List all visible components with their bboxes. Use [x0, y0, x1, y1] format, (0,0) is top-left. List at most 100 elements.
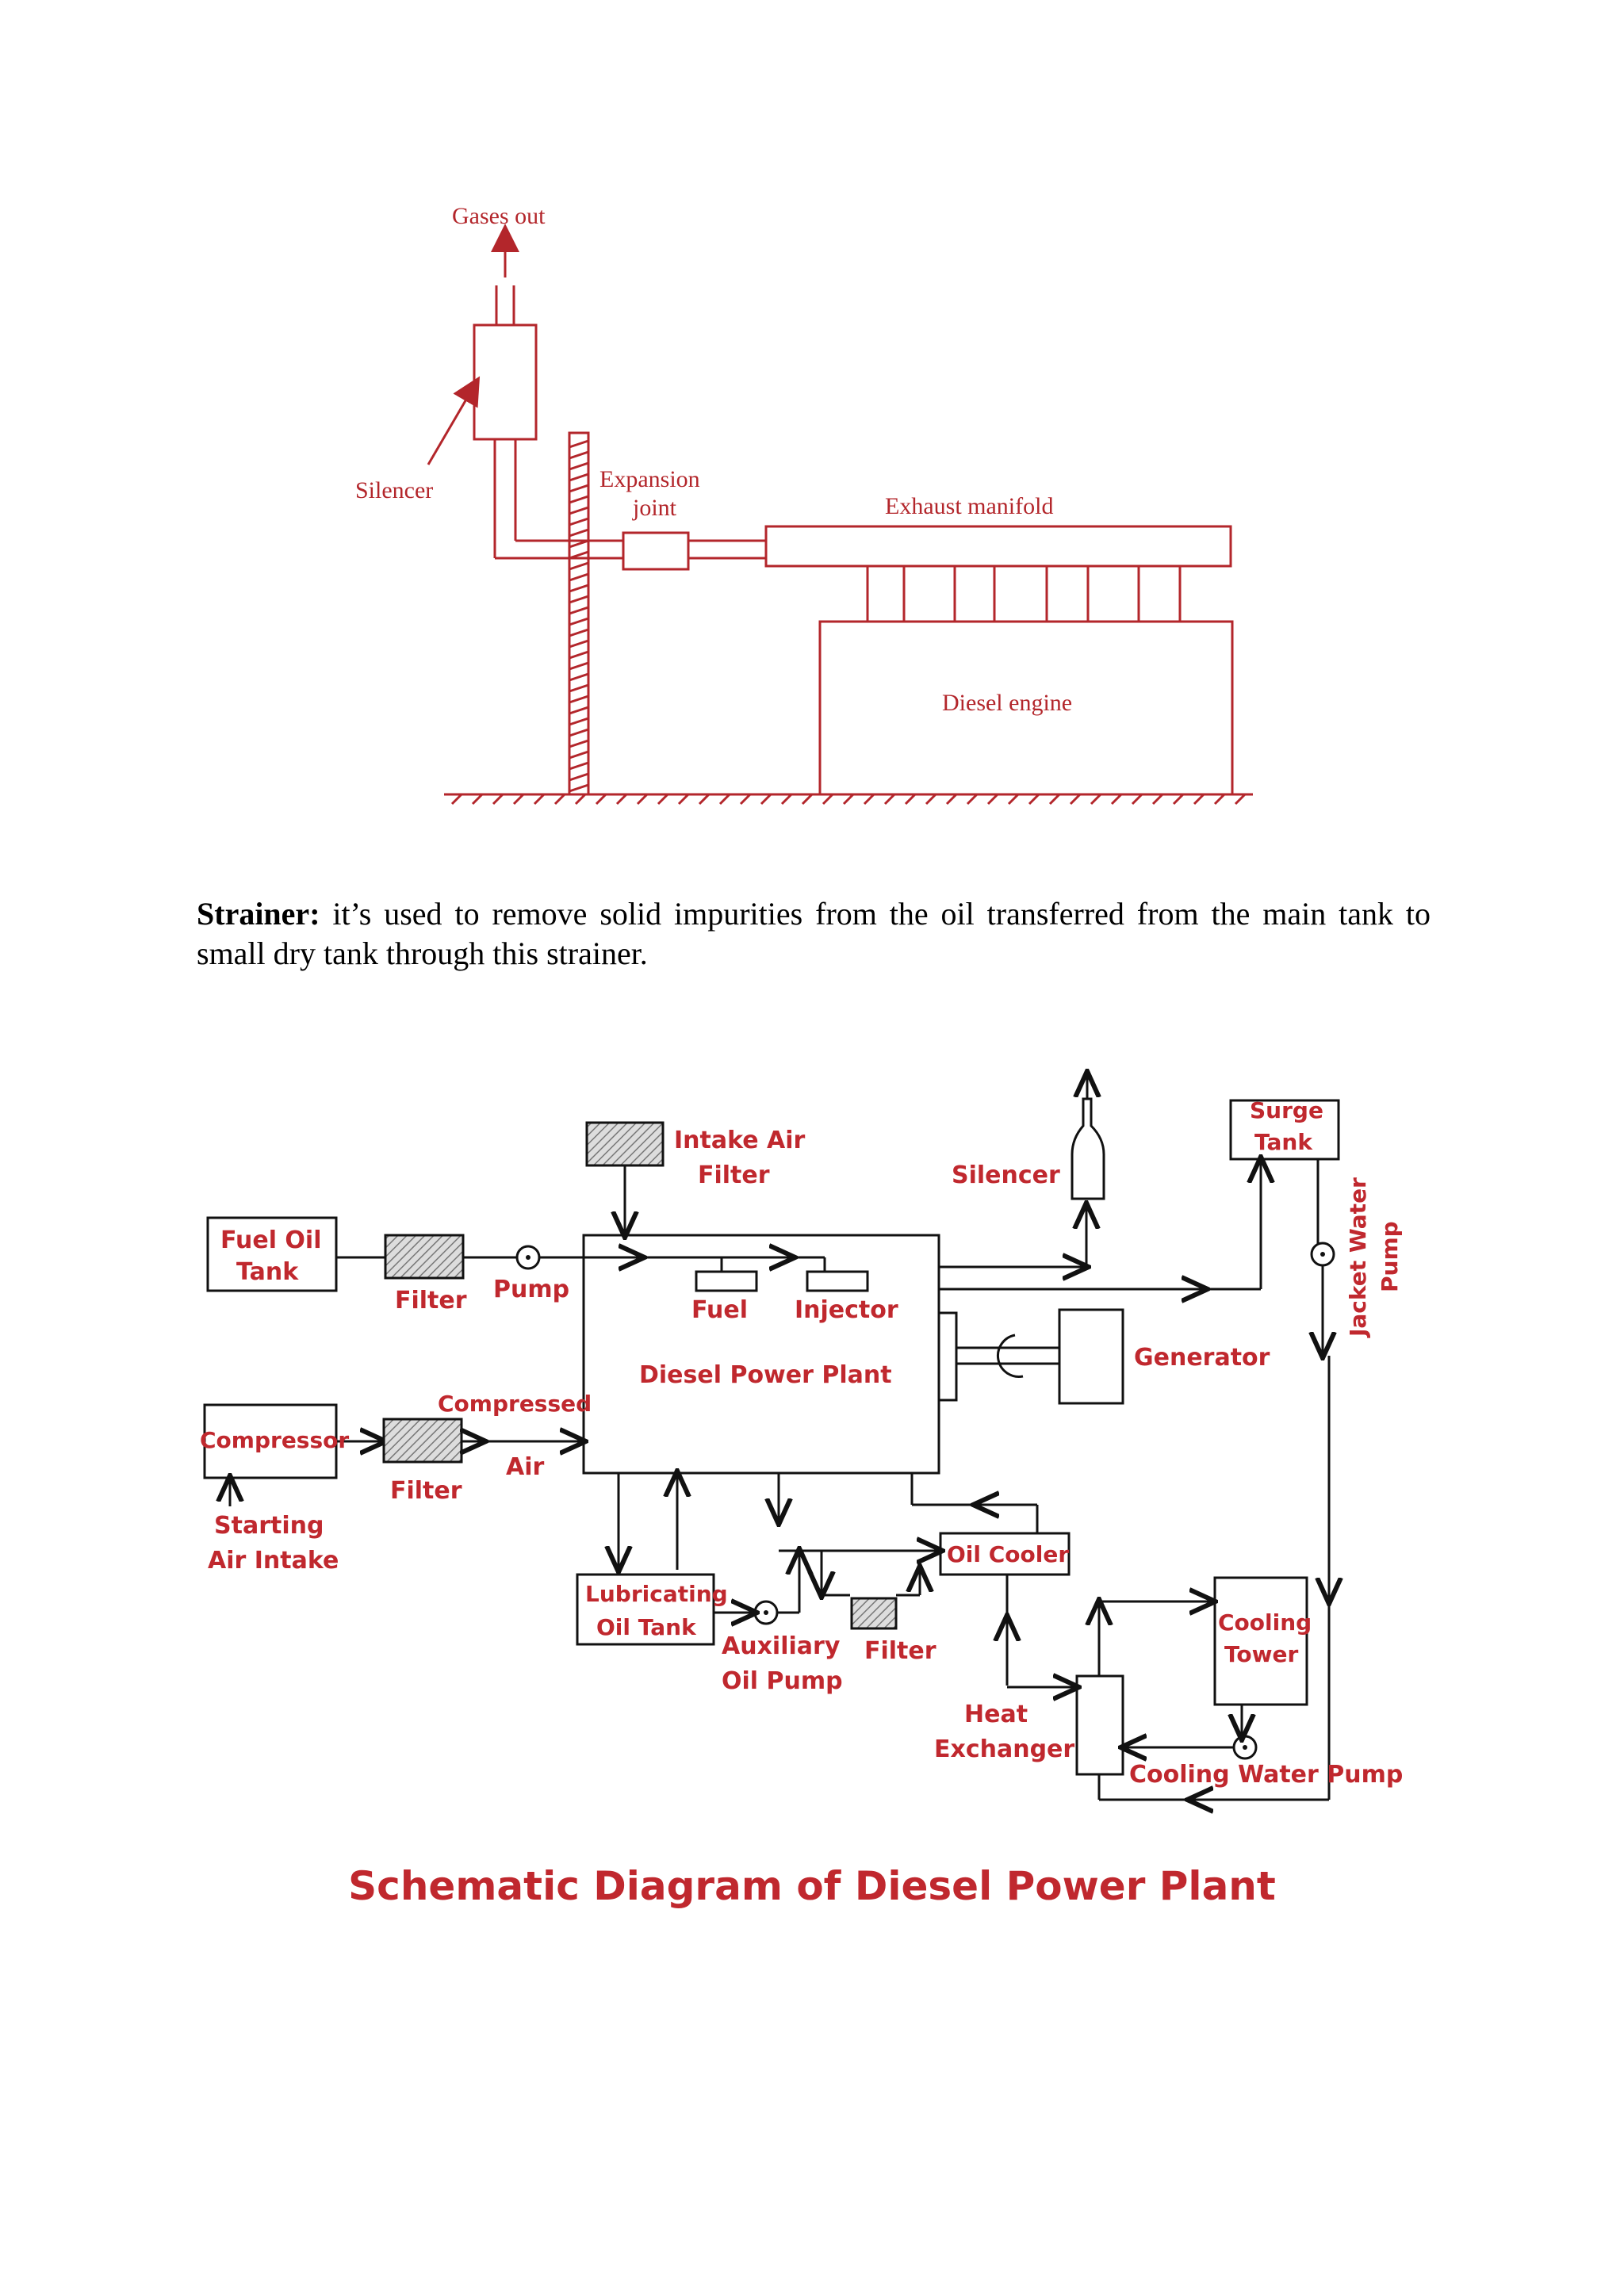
wall-hatch-mark [569, 750, 589, 760]
heat-exchanger-label-1: Heat [964, 1701, 1028, 1728]
fuel-oil-tank-label-1: Fuel Oil [220, 1226, 322, 1254]
oil-filter-label: Filter [864, 1637, 936, 1665]
ground-hatch-mark [1069, 793, 1082, 806]
ground-hatch-mark [533, 793, 546, 806]
cooling-water-pump-label: Cooling Water Pump [1129, 1761, 1403, 1789]
oil-filter-box [850, 1597, 898, 1630]
ground-hatch-mark [1172, 793, 1185, 806]
ground-hatch-mark [842, 793, 855, 806]
ground-hatch-mark [1131, 793, 1143, 806]
compressor-box [203, 1403, 338, 1479]
ground-hatch-mark [904, 793, 917, 806]
exhaust-manifold-box [764, 525, 1232, 568]
fuel-oil-tank-box [206, 1216, 338, 1292]
compressor-label: Compressor [200, 1427, 349, 1453]
fuel-filter-box [384, 1234, 465, 1280]
heat-exchanger-label-2: Exchanger [934, 1735, 1074, 1763]
fuel-label: Fuel [691, 1296, 748, 1324]
strainer-text: it’s used to remove solid impurities fro… [197, 896, 1431, 971]
ground-hatch-mark [553, 793, 566, 806]
intake-air-label-1: Intake Air [674, 1127, 806, 1154]
silencer-label: Silencer [952, 1161, 1060, 1189]
schematic-title: Schematic Diagram of Diesel Power Plant [348, 1863, 1276, 1909]
exhaust-manifold-label: Exhaust manifold [885, 493, 1053, 519]
ground-hatch-mark [945, 793, 958, 806]
silencer-label: Silencer [355, 477, 433, 503]
diesel-engine-box [818, 620, 1234, 796]
strainer-paragraph: Strainer: it’s used to remove solid impu… [197, 894, 1431, 974]
ground-hatch-mark [471, 793, 484, 806]
heat-exchanger-box [1075, 1674, 1124, 1776]
intake-air-label-2: Filter [698, 1161, 770, 1189]
ground-hatch-mark [636, 793, 649, 806]
auxiliary-label-1: Auxiliary [722, 1632, 841, 1660]
exhaust-system-diagram: Gases out Silencer Expansion joint Exhau… [355, 203, 1253, 806]
surge-tank-box [1229, 1099, 1340, 1161]
cooling-water-pump-symbol [1232, 1735, 1258, 1760]
cooling-tower-label-2: Tower [1224, 1641, 1298, 1667]
jacket-water-label-1: Jacket Water [1345, 1177, 1371, 1338]
wall-hatch-mark [569, 672, 589, 682]
ground-line [444, 793, 1253, 806]
ground-hatch-mark [450, 793, 463, 806]
gases-out-label: Gases out [452, 203, 546, 229]
ground-hatch-mark [1193, 793, 1205, 806]
ground-hatch-mark [760, 793, 772, 806]
jacket-water-pump-symbol [1310, 1242, 1335, 1267]
ground-hatch-mark [1234, 793, 1247, 806]
expansion-label-1: Expansion [599, 466, 700, 492]
starting-air-label-1: Starting [214, 1512, 324, 1540]
surge-tank-label-1: Surge [1250, 1097, 1323, 1123]
air-label: Air [506, 1453, 545, 1481]
wall-hatch-mark [569, 606, 589, 615]
wall-hatch-mark [569, 450, 589, 460]
fuel-filter-label: Filter [395, 1287, 467, 1314]
ground-hatch-mark [492, 793, 504, 806]
wall-hatch-mark [569, 561, 589, 571]
jacket-water-label-2: Pump [1377, 1221, 1403, 1292]
ground-hatch-mark [574, 793, 587, 806]
ground-hatch-mark [780, 793, 793, 806]
ground-hatch-mark [986, 793, 999, 806]
wall-hatch-mark [569, 595, 589, 604]
ground-hatch-mark [595, 793, 607, 806]
compressed-label: Compressed [438, 1391, 592, 1417]
wall-hatch-mark [569, 528, 589, 538]
ground-hatch-mark [925, 793, 937, 806]
wall [568, 431, 590, 796]
wall-hatch-mark [569, 506, 589, 515]
air-filter-label: Filter [390, 1477, 462, 1505]
wall-hatch-mark [569, 728, 589, 737]
silencer-box [473, 323, 538, 441]
wall-hatch-mark [569, 695, 589, 704]
silencer-pointer [427, 376, 481, 465]
ground-hatch-mark [1213, 793, 1226, 806]
diesel-power-plant-label: Diesel Power Plant [639, 1361, 892, 1389]
wall-hatch-mark [569, 617, 589, 626]
ground-hatch-mark [677, 793, 690, 806]
ground-hatch-mark [1110, 793, 1123, 806]
ground-hatch-mark [512, 793, 525, 806]
ground-hatch-mark [1048, 793, 1061, 806]
oil-cooler-box [939, 1532, 1071, 1576]
fuel-oil-tank-label-2: Tank [236, 1258, 299, 1286]
cooling-tower-label-1: Cooling [1218, 1609, 1312, 1636]
wall-hatch-mark [569, 706, 589, 715]
wall-hatch-mark [569, 717, 589, 726]
lubricating-label-2: Oil Tank [596, 1614, 697, 1640]
ground-hatch-mark [883, 793, 896, 806]
lubricating-oil-tank-box [576, 1573, 715, 1646]
ground-hatch-mark [863, 793, 875, 806]
ground-hatch-mark [698, 793, 710, 806]
generator-label: Generator [1134, 1344, 1270, 1372]
ground-hatch-mark [822, 793, 834, 806]
diesel-power-plant-box [582, 1234, 940, 1475]
wall-hatch-mark [569, 683, 589, 693]
wall-hatch-mark [569, 572, 589, 582]
wall-hatch-mark [569, 473, 589, 482]
wall-hatch-mark [569, 584, 589, 593]
silencer-shape [1071, 1097, 1105, 1200]
ground-hatch-mark [966, 793, 979, 806]
wall-hatch-mark [569, 628, 589, 637]
wall-hatch-mark [569, 484, 589, 493]
